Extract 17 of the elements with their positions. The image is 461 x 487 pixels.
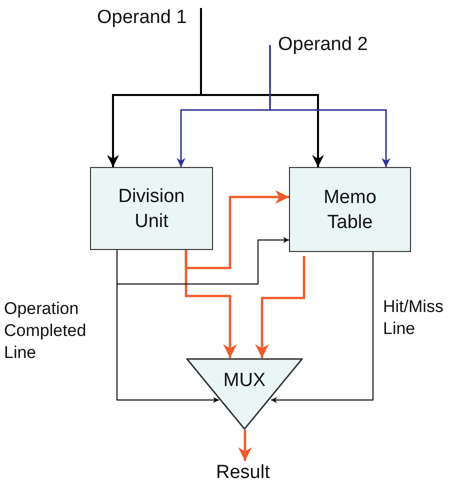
node-text: Memo Table [324, 186, 376, 232]
node-text: MUX [223, 370, 266, 391]
connector-arrow [238, 430, 252, 461]
process-box [90, 167, 213, 250]
connector-arrow [116, 237, 290, 284]
signal-label: Operand 1 [97, 7, 187, 29]
connector-arrow [269, 45, 390, 167]
connector-arrow [184, 190, 289, 270]
connector-arrow [200, 8, 324, 167]
connector-arrow [270, 252, 374, 403]
connector-arrow [255, 256, 306, 358]
process-box [289, 167, 411, 252]
signal-label: Result [216, 462, 270, 484]
mux-triangle [186, 358, 303, 430]
connector-arrow [184, 250, 237, 358]
signal-label: Operand 2 [278, 34, 368, 56]
node-text: Division Unit [118, 186, 185, 232]
